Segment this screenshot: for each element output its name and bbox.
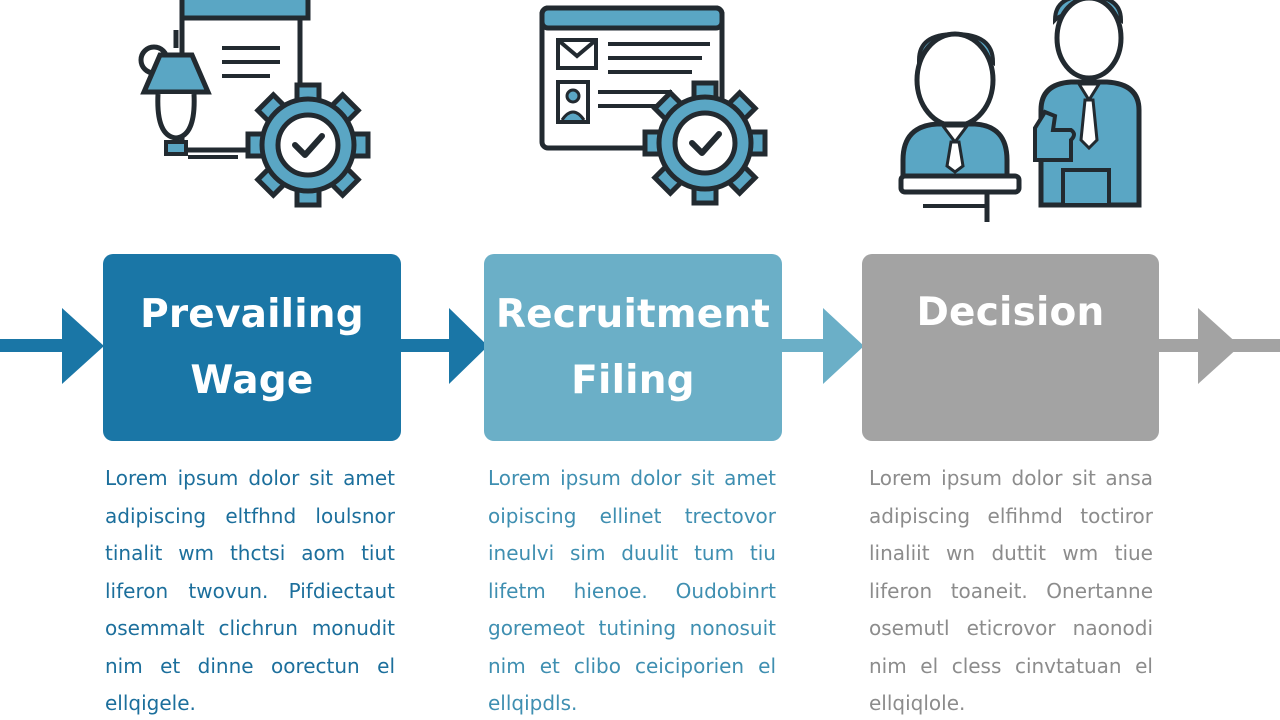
two-people-handshake-icon bbox=[898, 0, 1142, 222]
step-1-description: Lorem ipsum dolor sit amet adipiscing el… bbox=[105, 466, 395, 715]
step-3-title-line-1: Decision bbox=[916, 290, 1105, 335]
step-2-title-line-1: Recruitment bbox=[495, 291, 771, 337]
lamp-document-gear-check-icon bbox=[138, 0, 371, 208]
step-box-prevailing-wage: Prevailing Wage bbox=[103, 254, 401, 441]
step-box-recruitment-filing: Recruitment Filing bbox=[484, 254, 782, 441]
arrow-out-of-step-3 bbox=[1159, 308, 1280, 384]
step-2-description: Lorem ipsum dolor sit amet oipiscing ell… bbox=[488, 466, 776, 715]
arrow-step-2-to-3 bbox=[782, 308, 864, 384]
arrow-step-1-to-2 bbox=[401, 308, 488, 384]
step-box-decision: Decision bbox=[862, 254, 1159, 441]
step-3-description: Lorem ipsum dolor sit ansa adipiscing el… bbox=[869, 466, 1153, 715]
arrow-into-step-1 bbox=[0, 308, 104, 384]
form-gear-check-icon bbox=[539, 5, 768, 206]
step-2-title-line-2: Filing bbox=[571, 357, 695, 403]
step-1-title-line-2: Wage bbox=[190, 357, 314, 403]
step-1-title-line-1: Prevailing bbox=[140, 291, 364, 337]
